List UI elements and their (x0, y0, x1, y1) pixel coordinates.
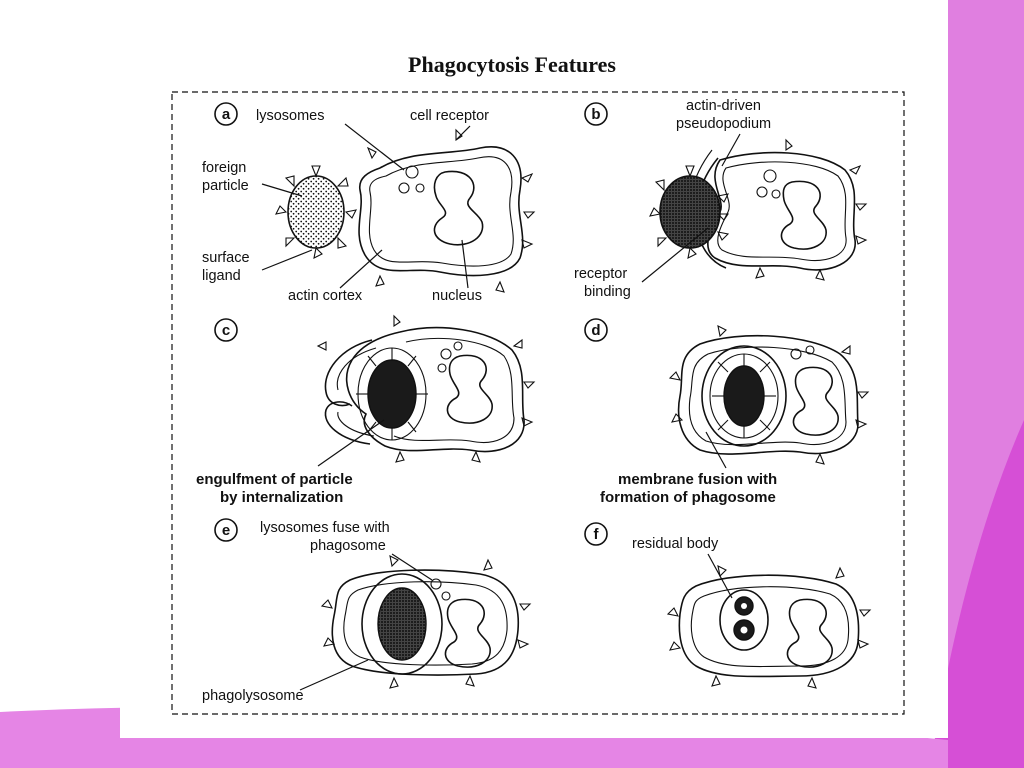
nucleus-f (786, 598, 833, 668)
label-actin-cortex: actin cortex (288, 288, 363, 304)
magenta-accent-shape (930, 420, 1024, 768)
label-particle: particle (202, 178, 249, 194)
particle-d (723, 365, 765, 427)
foreign-particle-b (659, 175, 721, 249)
nucleus-a (433, 170, 484, 246)
panel-a-letter: a (222, 106, 231, 123)
nucleus-e (444, 598, 491, 668)
label-cell-receptor: cell receptor (410, 108, 489, 124)
particle-e (377, 587, 427, 661)
cell-membrane-a (358, 146, 524, 277)
panel-f-letter: f (594, 526, 600, 543)
phagolysosome-e (361, 573, 443, 675)
label-nucleus: nucleus (432, 288, 482, 304)
label-pseudopodium: pseudopodium (676, 116, 771, 132)
label-engulfment-2: by internalization (220, 489, 343, 506)
panel-d: d membrane fusion with formation of phag… (584, 318, 870, 506)
diagram-card (120, 0, 948, 738)
nucleus-c (446, 354, 493, 424)
page-title: Phagocytosis Features (408, 52, 616, 77)
particle-c (367, 359, 417, 429)
panel-c: c engulfment of particle by int (196, 314, 536, 506)
label-phagolysosome: phagolysosome (202, 688, 304, 704)
residual-body-f (719, 589, 769, 651)
cell-membrane-d (677, 334, 859, 455)
label-lysosomes-fuse: lysosomes fuse with (260, 520, 390, 536)
panel-b: b actin-driven pseudop (574, 98, 868, 300)
label-engulfment-1: engulfment of particle (196, 471, 353, 488)
label-ligand: ligand (202, 268, 241, 284)
nucleus-d (792, 366, 839, 436)
panel-e-letter: e (222, 522, 230, 539)
panel-f: f residual body (584, 522, 872, 689)
label-actin-driven: actin-driven (686, 98, 761, 114)
cell-membrane-b (707, 151, 856, 271)
panel-c-letter: c (222, 322, 230, 339)
lysosome-icon (405, 165, 419, 179)
label-membrane-fusion-1: membrane fusion with (618, 471, 777, 488)
cell-membrane-e (331, 569, 520, 676)
foreign-particle-a (287, 175, 345, 249)
nucleus-b (780, 180, 827, 250)
label-receptor: receptor (574, 266, 627, 282)
label-foreign: foreign (202, 160, 246, 176)
figure-frame (171, 91, 905, 715)
phagosome-d (701, 345, 787, 447)
panel-a: a ly (202, 102, 536, 304)
cell-membrane-c (345, 326, 525, 453)
panel-d-letter: d (591, 322, 600, 339)
label-surface: surface (202, 250, 250, 266)
panel-e: e lysosomes fuse with phagosome phagolys… (202, 518, 532, 704)
cell-membrane-f (678, 574, 860, 678)
label-phagosome: phagosome (310, 538, 386, 554)
label-lysosomes: lysosomes (256, 108, 325, 124)
label-membrane-fusion-2: formation of phagosome (600, 489, 776, 506)
panel-b-letter: b (591, 106, 600, 123)
label-residual-body: residual body (632, 536, 719, 552)
label-binding: binding (584, 284, 631, 300)
